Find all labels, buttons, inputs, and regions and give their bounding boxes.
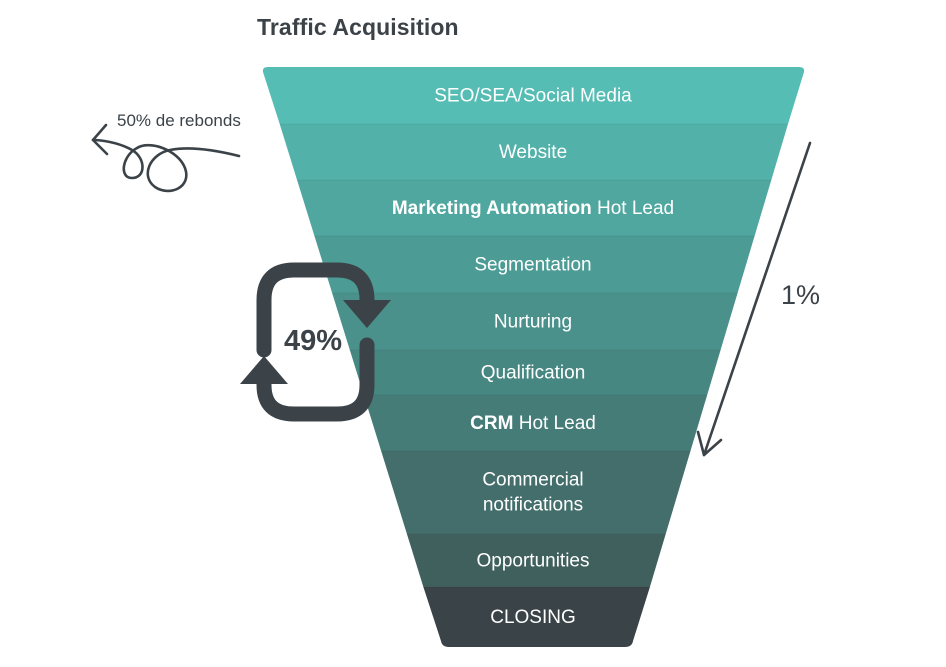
loop-rate-label: 49% (284, 325, 343, 357)
stage-label: Marketing Automation Hot Lead (392, 198, 674, 219)
stage-crm: CRM Hot Lead (363, 394, 708, 451)
loop-arrows-icon (240, 262, 391, 422)
stage-shape (297, 180, 772, 236)
stage-shape (423, 587, 650, 647)
bounce-arrow-icon (91, 123, 241, 193)
stage-seo-sea-social: SEO/SEA/Social Media (262, 67, 805, 124)
stage-label: Qualification (481, 363, 586, 384)
stage-shape (262, 67, 805, 124)
stage-label: Segmentation (474, 255, 591, 276)
stage-shape (381, 451, 691, 534)
stage-opportunities: Opportunities (406, 533, 666, 587)
stage-marketing-automation: Marketing Automation Hot Lead (297, 179, 772, 236)
stage-segmentation: Segmentation (314, 235, 755, 293)
stage-label: CRM Hot Lead (470, 413, 596, 434)
stage-commercial-notifications: Commercial notifications (381, 450, 691, 534)
stage-shape (349, 350, 721, 395)
stage-closing: CLOSING (423, 586, 650, 647)
bounce-rate-label: 50% de rebonds (117, 111, 241, 130)
stage-shape (363, 395, 708, 451)
stage-shape (314, 236, 755, 293)
stage-shape (332, 293, 738, 350)
conversion-rate-label: 1% (781, 280, 821, 310)
stage-label: notifications (483, 495, 583, 516)
diagram-title: Traffic Acquisition (257, 14, 459, 40)
conversion-arrow-icon (696, 141, 812, 457)
stage-nurturing: Nurturing (332, 292, 738, 350)
stage-label: SEO/SEA/Social Media (434, 86, 632, 107)
stage-shape (406, 534, 666, 587)
stage-label: Website (499, 142, 567, 163)
stage-label: Nurturing (494, 312, 572, 333)
stage-website: Website (279, 123, 788, 180)
stage-label: Commercial (482, 470, 583, 491)
stage-label: CLOSING (490, 607, 576, 628)
stage-shape (279, 124, 788, 180)
stage-label: Opportunities (476, 551, 589, 572)
stage-qualification: Qualification (349, 349, 721, 395)
